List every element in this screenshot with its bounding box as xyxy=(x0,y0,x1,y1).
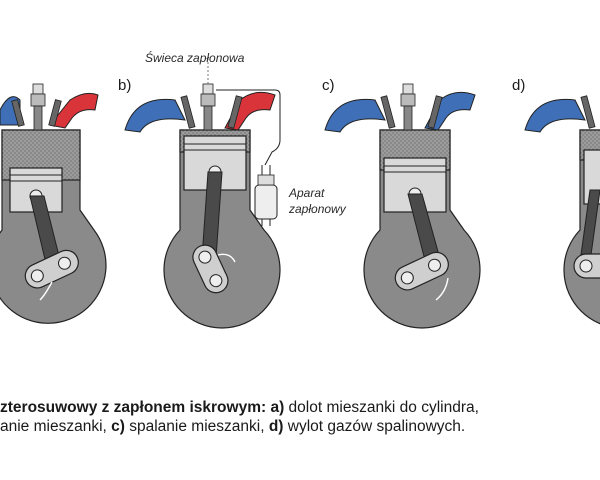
engine-stage-a xyxy=(0,83,107,324)
spark-plug-label: Świeca zapłonowa xyxy=(145,50,245,65)
crankshaft xyxy=(192,244,229,294)
engine-stage-c xyxy=(324,83,481,329)
ignition-unit-label-2: zapłonowy xyxy=(288,202,347,216)
caption-c-label: c) xyxy=(111,418,125,435)
engine-stage-b xyxy=(124,58,281,329)
crankshaft xyxy=(24,249,79,289)
exhaust-port xyxy=(424,91,476,131)
caption-title: zterosuwowy z zapłonem iskrowym: a) xyxy=(0,399,285,416)
rotation-arrow xyxy=(435,277,449,301)
caption-a-text: dolot mieszanki do cylindra, xyxy=(284,399,479,416)
intake-valve xyxy=(580,95,596,129)
stage-label-b: b) xyxy=(118,77,131,94)
intake-valve xyxy=(380,95,396,129)
caption-b-text: anie mieszanki, xyxy=(0,418,112,435)
caption-line-2: anie mieszanki, c) spalanie mieszanki, d… xyxy=(0,417,600,436)
caption-d-label: d) xyxy=(268,418,284,435)
intake-valve xyxy=(11,99,25,127)
exhaust-port xyxy=(49,92,99,129)
exhaust-port xyxy=(224,91,276,131)
four-stroke-engine-diagram: b) c) d) Świeca zapłonowa Aparat zapłono… xyxy=(0,50,600,329)
spark-plug xyxy=(30,83,46,131)
rotation-arrow xyxy=(39,281,53,301)
exhaust-valve xyxy=(427,95,443,129)
caption-d-text: wylot gazów spalinowych. xyxy=(283,418,466,435)
rotation-arrow xyxy=(217,253,236,263)
caption-c-text: spalanie mieszanki, xyxy=(124,418,269,435)
ignition-wire xyxy=(216,89,281,166)
intake-port xyxy=(324,98,386,133)
figure-caption: zterosuwowy z zapłonem iskrowym: a) dolo… xyxy=(0,398,600,436)
exhaust-valve xyxy=(227,95,243,129)
stage-label-c: c) xyxy=(322,77,335,94)
spark-plug xyxy=(400,83,416,131)
caption-line-1: zterosuwowy z zapłonem iskrowym: a) dolo… xyxy=(0,398,600,417)
engine-stage-d xyxy=(524,95,600,325)
spark-plug xyxy=(200,83,216,131)
crankshaft xyxy=(394,251,449,291)
intake-port xyxy=(524,98,586,133)
ignition-coil xyxy=(254,165,278,226)
stage-label-d: d) xyxy=(512,77,525,94)
exhaust-valve xyxy=(48,99,62,127)
intake-valve xyxy=(180,95,196,129)
intake-port xyxy=(124,98,186,133)
ignition-unit-label-1: Aparat xyxy=(288,186,325,200)
